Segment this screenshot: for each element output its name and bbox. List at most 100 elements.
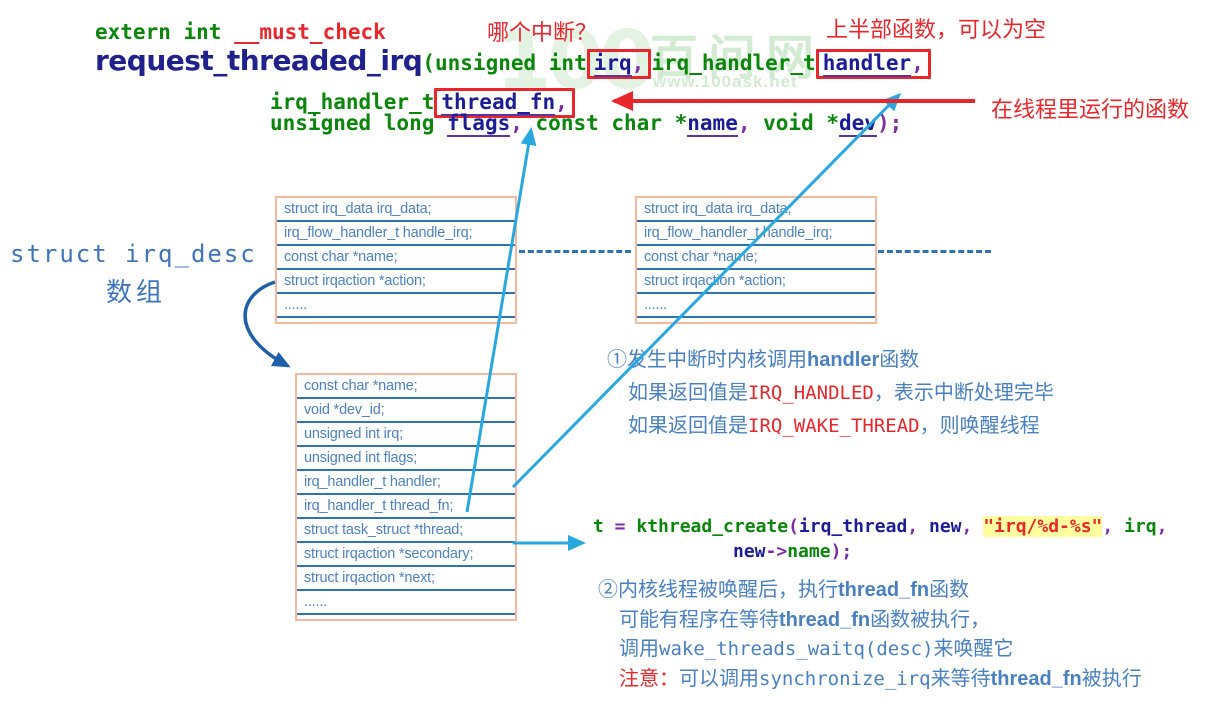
kcode-line2: new->name); [733,539,1167,564]
kcode-line1: t = kthread_create(irq_thread, new, "irq… [593,514,1167,539]
struct-field-row: irq_handler_t handler; [297,471,515,495]
note2-notice-label: 注意： [619,667,679,690]
struct-field-row: ...... [297,591,515,615]
callout-top-half-function: 上半部函数，可以为空 [826,17,1047,42]
struct-field-text: const char *name; [644,249,758,265]
code-void-ptr: void * [750,111,840,135]
struct-field-text: struct irqaction *secondary; [304,546,474,562]
note2-text: 函数 [929,579,970,601]
kcode-eq: = [603,516,637,537]
irq-param-red-box: irq, [586,49,652,80]
kcode-arg-irq: irq [1124,516,1157,537]
struct-field-text: irq_handler_t handler; [304,474,441,490]
struct-field-text: ...... [644,297,667,313]
note-thread-fn-behavior: ②内核线程被唤醒后，执行thread_fn函数 可能有程序在等待thread_f… [598,576,1142,694]
code-open-args: (unsigned int [422,51,587,75]
kcode-var-t: t [593,516,604,537]
handler-param-red-box: handler, [815,49,931,80]
irq-desc-array-label: 数组 [105,277,166,307]
struct-field-row: struct irq_data irq_data; [277,198,515,222]
struct-field-row: struct task_struct *thread; [297,519,515,543]
struct-field-text: struct task_struct *thread; [304,522,463,538]
struct-field-text: unsigned int flags; [304,450,418,466]
kcode-comma: , [1102,516,1125,537]
note2-text: 可以调用 [679,667,759,690]
struct-field-text: ...... [284,297,307,313]
kcode-close: ); [830,541,853,562]
note2-text: ②内核线程被唤醒后，执行 [598,579,838,601]
irq-desc-table-2: struct irq_data irq_data;irq_flow_handle… [635,196,877,324]
kcode-format-string: "irq/%d-%s" [983,516,1103,537]
code-type-irq-handler-t: irq_handler_t [270,90,435,114]
struct-field-row: unsigned int flags; [297,447,515,471]
kcode-arg-new: new [928,516,962,537]
note1-text: 函数 [879,349,920,371]
code-const-char: const char * [522,111,688,135]
kcode-fn-name: kthread_create [636,516,789,537]
note-handler-behavior: ①发生中断时内核调用handler函数 如果返回值是IRQ_HANDLED，表示… [607,344,1054,443]
dashed-connector-right [878,250,991,253]
irq-handled-constant: IRQ_HANDLED [748,382,874,404]
code-must-check: __must_check [234,20,386,44]
struct-field-row: struct irqaction *action; [637,270,875,294]
note2-text: 调用 [619,638,659,660]
watermark-brand: 百问网 [650,32,825,85]
note2-line4: 注意：可以调用synchronize_irq来等待thread_fn被执行 [619,665,1142,695]
code-line-flags: unsigned long flags, const char *name, v… [270,111,902,137]
struct-field-text: struct irqaction *action; [644,273,786,289]
note1-text: ①发生中断时内核调用 [607,349,807,371]
comma: , [510,111,523,135]
kcode-comma: , [1156,516,1168,537]
struct-field-row: void *dev_id; [297,399,515,423]
struct-field-text: struct irqaction *action; [284,273,426,289]
wake-threads-waitq-ref: wake_threads_waitq(desc) [659,638,934,660]
note2-line2: 可能有程序在等待thread_fn函数被执行， [619,606,1142,636]
function-name: request_threaded_irq [95,44,423,77]
struct-field-text: ...... [304,594,327,610]
irq-desc-struct-label: struct irq_desc [10,240,257,268]
callout-which-interrupt: 哪个中断？ [487,20,598,45]
struct-field-text: const char *name; [304,378,418,394]
struct-field-text: const char *name; [284,249,398,265]
kcode-paren: ( [788,516,799,537]
comma: , [631,51,645,75]
irq-desc-table-1: struct irq_data irq_data; irq_flow_handle… [275,196,517,324]
param-flags: flags [447,111,511,137]
struct-field-row: irq_handler_t thread_fn; [297,495,515,519]
callout-thread-fn-function: 在线程里运行的函数 [991,97,1190,122]
kcode-comma: , [907,516,929,537]
param-handler: handler [822,51,912,77]
kcode-name-member: name [787,541,831,562]
struct-field-row: irq_flow_handler_t handle_irq; [637,222,875,246]
note1-text: 如果返回值是 [628,382,748,404]
dashed-connector-between-tables [519,250,631,253]
note1-handler-ref: handler [807,349,880,371]
struct-field-text: struct irq_data irq_data; [284,201,432,217]
note2-line1: ②内核线程被唤醒后，执行thread_fn函数 [598,576,1142,606]
note1-line2: 如果返回值是IRQ_HANDLED，表示中断处理完毕 [628,377,1054,410]
note2-thread-fn-ref: thread_fn [838,579,930,601]
kthread-create-code: t = kthread_create(irq_thread, new, "irq… [593,514,1167,564]
note1-text: 如果返回值是 [628,415,748,437]
note2-text: 可能有程序在等待 [619,608,779,631]
kcode-arrow-op: -> [765,541,788,562]
code-line-signature: request_threaded_irq(unsigned int irq, i… [95,44,931,80]
struct-field-row: struct irqaction *action; [277,270,515,294]
comma: , [737,111,751,135]
struct-field-row: struct irqaction *secondary; [297,543,515,567]
struct-field-text: unsigned int irq; [304,426,403,442]
watermark-url: www.100ask.net [653,72,798,91]
note1-text: ，则唤醒线程 [919,415,1040,437]
irq-wake-thread-constant: IRQ_WAKE_THREAD [748,415,920,437]
param-irq: irq [593,51,632,77]
irqaction-table: const char *name; void *dev_id; unsigned i… [295,373,517,621]
struct-field-text: struct irqaction *next; [304,570,435,586]
struct-field-row: ...... [637,294,875,318]
struct-field-text: irq_flow_handler_t handle_irq; [284,225,473,241]
note2-text: 函数被执行， [870,608,991,631]
note2-line3: 调用wake_threads_waitq(desc)来唤醒它 [619,635,1142,665]
code-mid-type: irq_handler_t [651,51,816,75]
code-line-extern: extern int __must_check [95,20,386,44]
struct-field-row: const char *name; [277,246,515,270]
